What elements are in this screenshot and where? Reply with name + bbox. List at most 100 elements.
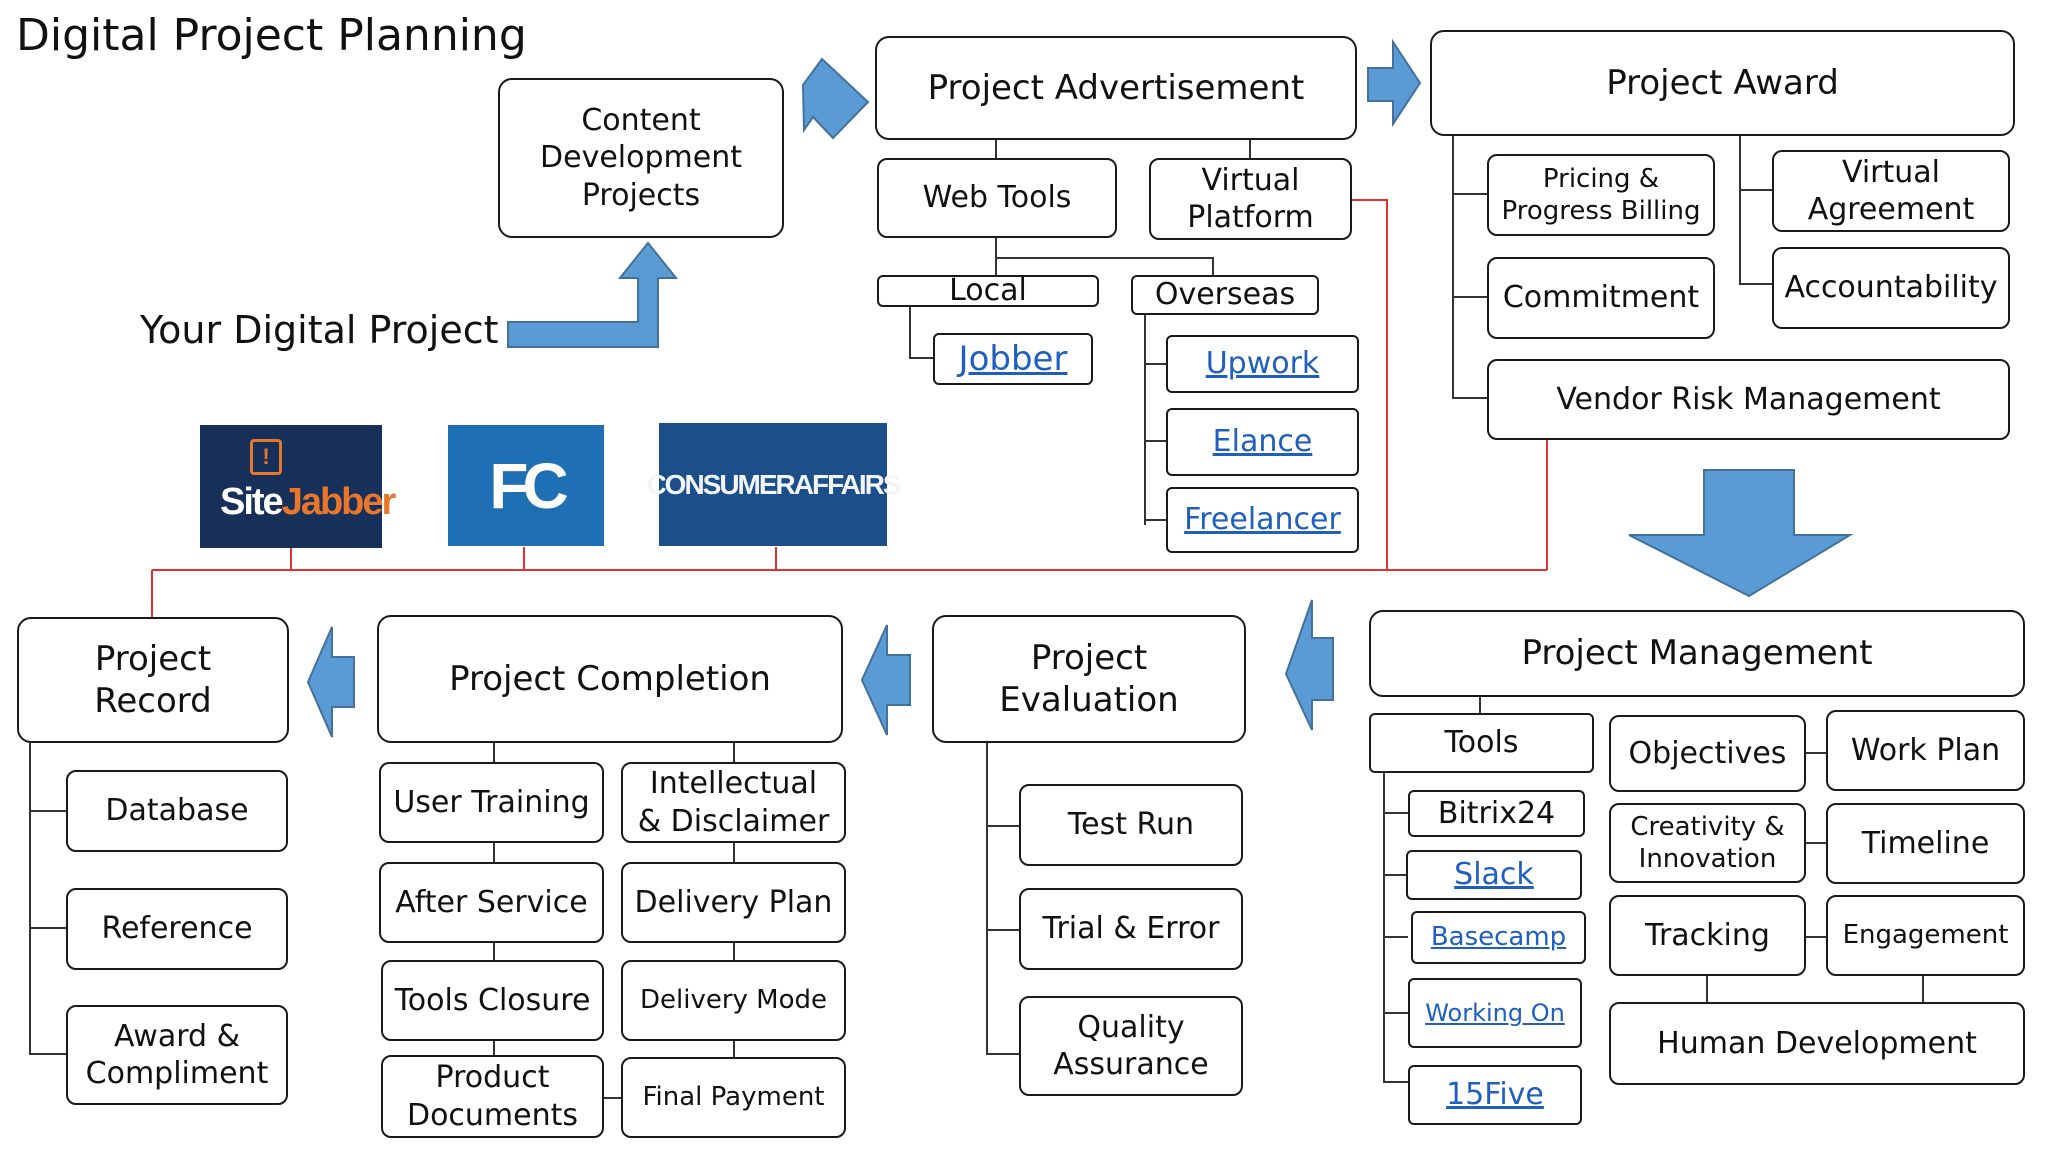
arrow-to-record — [306, 626, 355, 738]
record-line1: Project — [94, 638, 212, 679]
fcc-logo: FC — [448, 425, 604, 546]
local-label: Local — [949, 273, 1027, 309]
working-on-link[interactable]: Working On — [1425, 999, 1565, 1027]
work-plan-box: Work Plan — [1826, 710, 2025, 791]
after-service-box: After Service — [379, 862, 604, 943]
award-compliment-box: Award &Compliment — [66, 1005, 288, 1105]
web-tools-label: Web Tools — [922, 180, 1072, 216]
arrow-to-award — [1367, 38, 1422, 128]
sitejabber-site: Site — [220, 481, 284, 523]
upwork-link[interactable]: Upwork — [1205, 346, 1320, 382]
record-line2: Record — [94, 681, 212, 721]
final-payment-box: Final Payment — [621, 1057, 846, 1138]
basecamp-link-box[interactable]: Basecamp — [1411, 911, 1586, 964]
after-service-label: After Service — [395, 884, 588, 920]
your-digital-project-label: Your Digital Project — [140, 308, 499, 352]
creativity-innovation-box: Creativity &Innovation — [1609, 803, 1806, 883]
evaluation-line2: Evaluation — [999, 680, 1179, 720]
accountability-label: Accountability — [1784, 270, 1998, 306]
objectives-box: Objectives — [1609, 715, 1806, 792]
quality-line2: Assurance — [1053, 1047, 1209, 1082]
user-training-box: User Training — [379, 762, 604, 843]
engagement-label: Engagement — [1842, 920, 2009, 951]
consumeraffairs-logo: CONSUMERAFFAIRS — [646, 423, 902, 546]
database-box: Database — [66, 770, 288, 852]
sitejabber-jabber: Jabber — [281, 481, 397, 523]
intellectual-disclaimer-box: Intellectual& Disclaimer — [621, 762, 846, 843]
slack-link-box[interactable]: Slack — [1406, 850, 1582, 900]
arrow-to-completion — [860, 624, 911, 736]
user-training-label: User Training — [393, 784, 590, 820]
sitejabber-badge-icon: ! — [250, 439, 282, 475]
project-management-label: Project Management — [1521, 633, 1873, 674]
test-run-label: Test Run — [1067, 807, 1195, 843]
database-label: Database — [105, 793, 249, 829]
project-management-box: Project Management — [1369, 610, 2025, 697]
working-on-link-box[interactable]: Working On — [1408, 978, 1582, 1048]
arrow-down-management — [1628, 469, 1854, 598]
product-docs-line2: Documents — [406, 1097, 579, 1133]
intellectual-line2: & Disclaimer — [637, 803, 830, 839]
jobber-link-box[interactable]: Jobber — [933, 333, 1093, 385]
work-plan-label: Work Plan — [1850, 732, 2001, 768]
overseas-label: Overseas — [1154, 277, 1296, 313]
delivery-mode-box: Delivery Mode — [621, 960, 846, 1041]
jobber-link[interactable]: Jobber — [958, 338, 1068, 379]
engagement-box: Engagement — [1826, 895, 2025, 976]
project-advertisement-label: Project Advertisement — [927, 67, 1305, 108]
content-dev-line2: Development — [540, 140, 742, 176]
product-docs-line1: Product — [435, 1060, 550, 1095]
timeline-label: Timeline — [1861, 825, 1990, 861]
objectives-label: Objectives — [1628, 735, 1787, 771]
arrow-to-advertisement — [801, 57, 870, 140]
slack-link[interactable]: Slack — [1454, 857, 1534, 893]
15five-link-box[interactable]: 15Five — [1408, 1065, 1582, 1125]
virtual-agreement-line1: Virtual — [1841, 154, 1941, 190]
freelancer-link-box[interactable]: Freelancer — [1166, 487, 1359, 553]
tools-closure-label: Tools Closure — [394, 982, 591, 1018]
overseas-box: Overseas — [1131, 275, 1319, 315]
upwork-link-box[interactable]: Upwork — [1166, 335, 1359, 393]
pricing-line1: Pricing & — [1542, 163, 1660, 194]
award-compliment-line1: Award & — [113, 1018, 240, 1054]
project-advertisement-box: Project Advertisement — [875, 36, 1357, 140]
award-compliment-line2: Compliment — [85, 1056, 269, 1091]
commitment-box: Commitment — [1487, 257, 1715, 339]
consumeraffairs-logo-text: CONSUMERAFFAIRS — [646, 468, 901, 500]
pricing-line2: Progress Billing — [1501, 196, 1701, 226]
tools-label: Tools — [1444, 725, 1519, 761]
delivery-plan-label: Delivery Plan — [634, 884, 833, 920]
human-development-label: Human Development — [1657, 1025, 1977, 1061]
final-payment-label: Final Payment — [642, 1082, 825, 1113]
reference-label: Reference — [101, 911, 253, 947]
project-completion-label: Project Completion — [449, 658, 771, 699]
project-award-label: Project Award — [1606, 62, 1839, 103]
project-award-box: Project Award — [1430, 30, 2015, 136]
page-title: Digital Project Planning — [16, 10, 527, 61]
delivery-plan-box: Delivery Plan — [621, 862, 846, 943]
15five-link[interactable]: 15Five — [1446, 1077, 1544, 1113]
trial-error-box: Trial & Error — [1019, 888, 1243, 970]
content-dev-line3: Projects — [581, 177, 701, 213]
sitejabber-logo: ! SiteJabber — [200, 425, 396, 548]
web-tools-box: Web Tools — [877, 158, 1117, 238]
basecamp-link[interactable]: Basecamp — [1430, 922, 1567, 953]
accountability-box: Accountability — [1772, 247, 2010, 329]
timeline-box: Timeline — [1826, 803, 2025, 884]
elance-link[interactable]: Elance — [1212, 424, 1313, 460]
creativity-line2: Innovation — [1638, 844, 1777, 874]
vendor-risk-box: Vendor Risk Management — [1487, 359, 2010, 440]
elance-link-box[interactable]: Elance — [1166, 408, 1359, 476]
local-box: Local — [877, 273, 1099, 309]
freelancer-link[interactable]: Freelancer — [1184, 502, 1341, 538]
trial-error-label: Trial & Error — [1042, 911, 1220, 947]
commitment-label: Commitment — [1502, 280, 1700, 316]
